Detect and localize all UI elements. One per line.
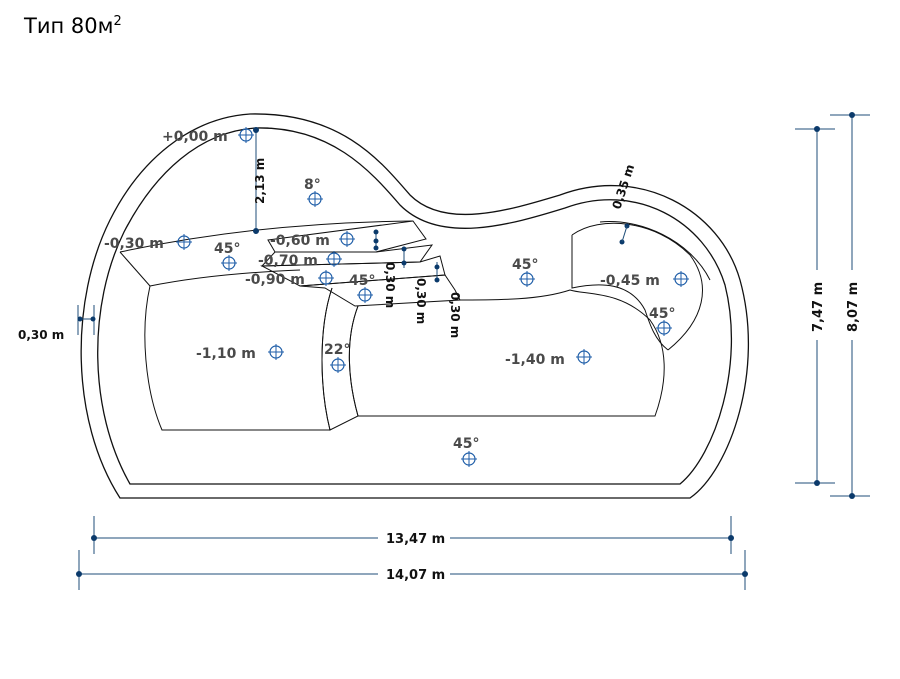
crosshair-circle-icon: [339, 231, 355, 247]
dim-dot: [742, 571, 748, 577]
crosshair-circle-icon: [221, 255, 237, 271]
dim-dot: [91, 535, 97, 541]
angle-label-8: 8°: [304, 177, 321, 193]
dim-dot: [434, 277, 440, 283]
crosshair-circle-icon: [268, 344, 284, 360]
dim-dot: [76, 571, 82, 577]
dim-label-outer-width: 14,07 m: [386, 568, 445, 583]
depth-label-070: -0,70 m: [258, 253, 318, 269]
angle-label-45-mid: 45°: [349, 273, 375, 289]
dim-dot: [373, 238, 379, 244]
depth-label-030: -0,30 m: [104, 236, 164, 252]
dim-line-bench: [621, 225, 628, 243]
dim-dot: [401, 246, 407, 252]
dim-dot: [373, 229, 379, 235]
crosshair-circle-icon: [576, 349, 592, 365]
title-superscript: 2: [113, 14, 122, 29]
angle-label-45-center: 45°: [512, 257, 538, 273]
crosshair-circle-icon: [238, 127, 254, 143]
depth-label-110: -1,10 m: [196, 346, 256, 362]
dim-dot: [90, 316, 96, 322]
dim-dot: [401, 260, 407, 266]
dim-dot: [253, 127, 259, 133]
crosshair-circle-icon: [519, 271, 535, 287]
angle-label-22: 22°: [324, 342, 350, 358]
page-title: Тип 80м2: [24, 14, 122, 38]
crosshair-circle-icon: [330, 357, 346, 373]
dim-label-outer-height: 8,07 m: [846, 282, 861, 332]
crosshair-circle-icon: [318, 270, 334, 286]
right-bench-top: [599, 221, 711, 281]
dim-dot: [814, 126, 820, 132]
dim-label-wall: 0,30 m: [18, 328, 64, 342]
pool-inner-outline: [97, 127, 733, 485]
crosshair-circle-icon: [461, 451, 477, 467]
crosshair-circle-icon: [307, 191, 323, 207]
bench-edge-lower: [149, 269, 301, 287]
dim-dot: [849, 493, 855, 499]
bench-edge-upper: [119, 220, 414, 253]
dim-dot: [77, 316, 83, 322]
crosshair-circle-icon: [656, 320, 672, 336]
angle-label-45-right: 45°: [649, 306, 675, 322]
step-3: [260, 255, 446, 287]
right-bench-outer: [571, 222, 703, 351]
bench-side-line: [119, 251, 151, 287]
title-text: Тип 80м: [24, 14, 114, 38]
dim-dot: [814, 480, 820, 486]
crosshair-circle-icon: [176, 234, 192, 250]
dim-dot: [253, 228, 259, 234]
crosshair-circle-icon: [357, 287, 373, 303]
dim-label-step-a: 0,30 m: [383, 262, 397, 308]
depth-label-zero: +0,00 m: [162, 129, 228, 145]
dim-label-inner-width: 13,47 m: [386, 532, 445, 547]
dim-dot: [849, 112, 855, 118]
dim-dot: [728, 535, 734, 541]
angle-label-45-left: 45°: [214, 241, 240, 257]
crosshair-circle-icon: [673, 271, 689, 287]
step-1: [267, 220, 427, 253]
step-2: [260, 244, 434, 267]
depth-label-090: -0,90 m: [245, 272, 305, 288]
dim-label-213: 2,13 m: [253, 158, 267, 204]
angle-label-45-bottom: 45°: [453, 436, 479, 452]
crosshair-circle-icon: [326, 251, 342, 267]
dim-label-step-b: 0,30 m: [414, 278, 428, 324]
depth-label-045: -0,45 m: [600, 273, 660, 289]
right-bench-inner: [571, 235, 669, 351]
depth-label-140: -1,40 m: [505, 352, 565, 368]
depth-label-060: -0,60 m: [270, 233, 330, 249]
pool-outer-outline: [80, 113, 750, 499]
dim-label-step-c: 0,30 m: [448, 292, 462, 338]
deep-floor-outline: [348, 289, 665, 417]
dim-dot: [434, 264, 440, 270]
dim-dot: [373, 245, 379, 251]
dim-label-inner-height: 7,47 m: [811, 282, 826, 332]
